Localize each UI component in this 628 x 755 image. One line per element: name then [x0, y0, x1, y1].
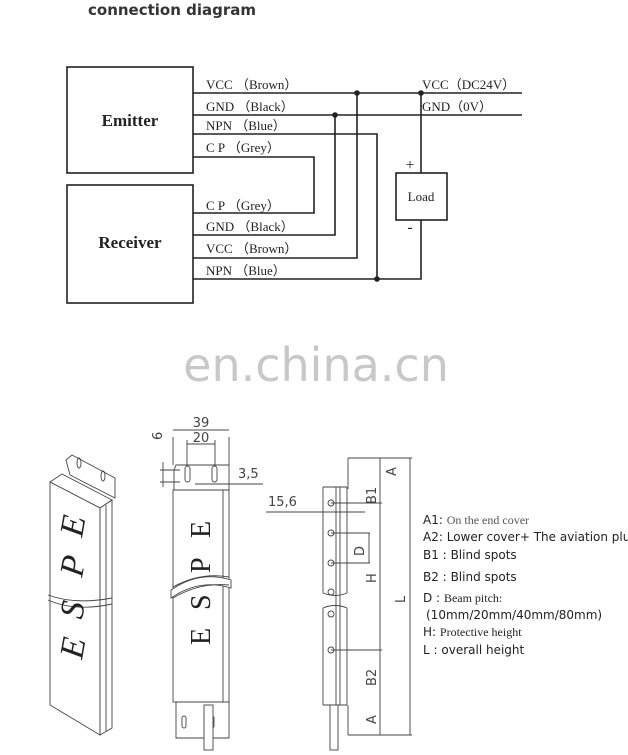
load-label: Load [408, 189, 435, 204]
legend-item: A2: Lower cover+ The aviation plug [423, 530, 628, 544]
supply-vcc-label: VCC（DC24V） [422, 77, 515, 92]
receiver-wire-label: GND （Black） [206, 219, 294, 234]
brand-letter: E [186, 628, 217, 645]
dim-3-5: 3,5 [238, 467, 259, 482]
receiver-npn-wire [193, 220, 422, 280]
label-d: D [353, 546, 368, 556]
brand-letter: S [53, 598, 92, 621]
legend: A1: On the end cover A2: Lower cover+ Th… [423, 513, 628, 657]
label-l: L [394, 595, 409, 603]
legend-item: B1 : Blind spots [423, 548, 517, 562]
junction-dot [418, 90, 424, 96]
receiver-vcc-wire [193, 93, 358, 259]
receiver-wire-label: C P （Grey） [206, 198, 280, 213]
receiver-wire-label: NPN （Blue） [206, 263, 286, 278]
junction-dot [354, 90, 360, 96]
label-b1: B1 [365, 487, 380, 504]
emitter-wire-label: VCC （Brown） [206, 77, 297, 92]
wiring-diagram: Emitter Receiver Load + - VCC （Brown） GN… [66, 66, 522, 304]
emitter-label: Emitter [102, 111, 159, 130]
receiver-label: Receiver [98, 233, 162, 252]
dim-6: 6 [151, 432, 166, 440]
receiver-box [66, 184, 194, 304]
receiver-wire-label: VCC （Brown） [206, 241, 297, 256]
minus-sign: - [407, 219, 412, 236]
brand-letter: S [186, 594, 217, 610]
label-h: H [365, 573, 380, 583]
label-a-top: A [385, 467, 400, 476]
junction-dot [332, 112, 338, 118]
emitter-wire-label: C P （Grey） [206, 140, 280, 155]
load-box [395, 172, 448, 221]
label-b2: B2 [365, 669, 380, 686]
plus-sign: + [405, 157, 414, 174]
emitter-box [66, 66, 194, 174]
watermark: en.china.cn [183, 338, 449, 392]
brand-letter: P [186, 557, 217, 573]
dim-39: 39 [193, 416, 210, 431]
legend-item: (10mm/20mm/40mm/80mm) [426, 608, 602, 622]
legend-item: L : overall height [423, 643, 525, 657]
dim-15-6: 15,6 [268, 495, 297, 510]
legend-item: B2 : Blind spots [423, 570, 517, 584]
side-view: 15,6 A B1 D H L B2 A [266, 457, 412, 751]
emitter-wire-label: NPN （Blue） [206, 118, 286, 133]
legend-item: H: Protective height [423, 625, 522, 639]
title: connection diagram [88, 1, 256, 19]
emitter-npn-wire [193, 133, 378, 279]
emitter-wire-label: GND （Black） [206, 99, 294, 114]
cp-wire [193, 156, 315, 214]
legend-item: D : Beam pitch: [423, 591, 502, 605]
supply-gnd-label: GND（0V） [422, 99, 492, 114]
brand-letter: E [186, 521, 217, 538]
front-view: 39 20 6 3,5 E S P E [151, 416, 263, 751]
junction-dot [374, 276, 380, 282]
receiver-gnd-wire [193, 115, 336, 236]
dim-20: 20 [193, 431, 210, 446]
perspective-view: E S P E [47, 454, 116, 736]
legend-item: A1: On the end cover [423, 513, 529, 527]
label-a-bottom: A [365, 715, 380, 724]
